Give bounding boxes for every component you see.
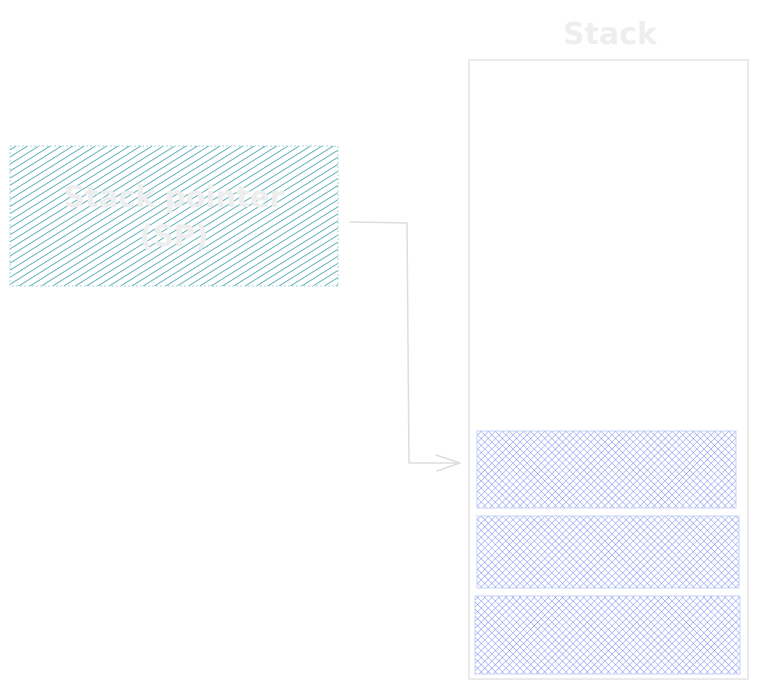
pointer-arrow bbox=[349, 221, 461, 472]
stack-frame-top bbox=[476, 430, 737, 509]
stack-pointer-label: Stack pointer bbox=[64, 180, 285, 214]
stack-pointer-abbrev: (SP) bbox=[140, 219, 209, 253]
stack-frame-middle bbox=[476, 515, 740, 589]
stack-title: Stack bbox=[563, 17, 658, 52]
stack-container bbox=[468, 59, 749, 680]
stack-pointer-box: Stack pointer (SP) bbox=[9, 145, 339, 287]
stack-frame-bottom bbox=[474, 595, 741, 675]
